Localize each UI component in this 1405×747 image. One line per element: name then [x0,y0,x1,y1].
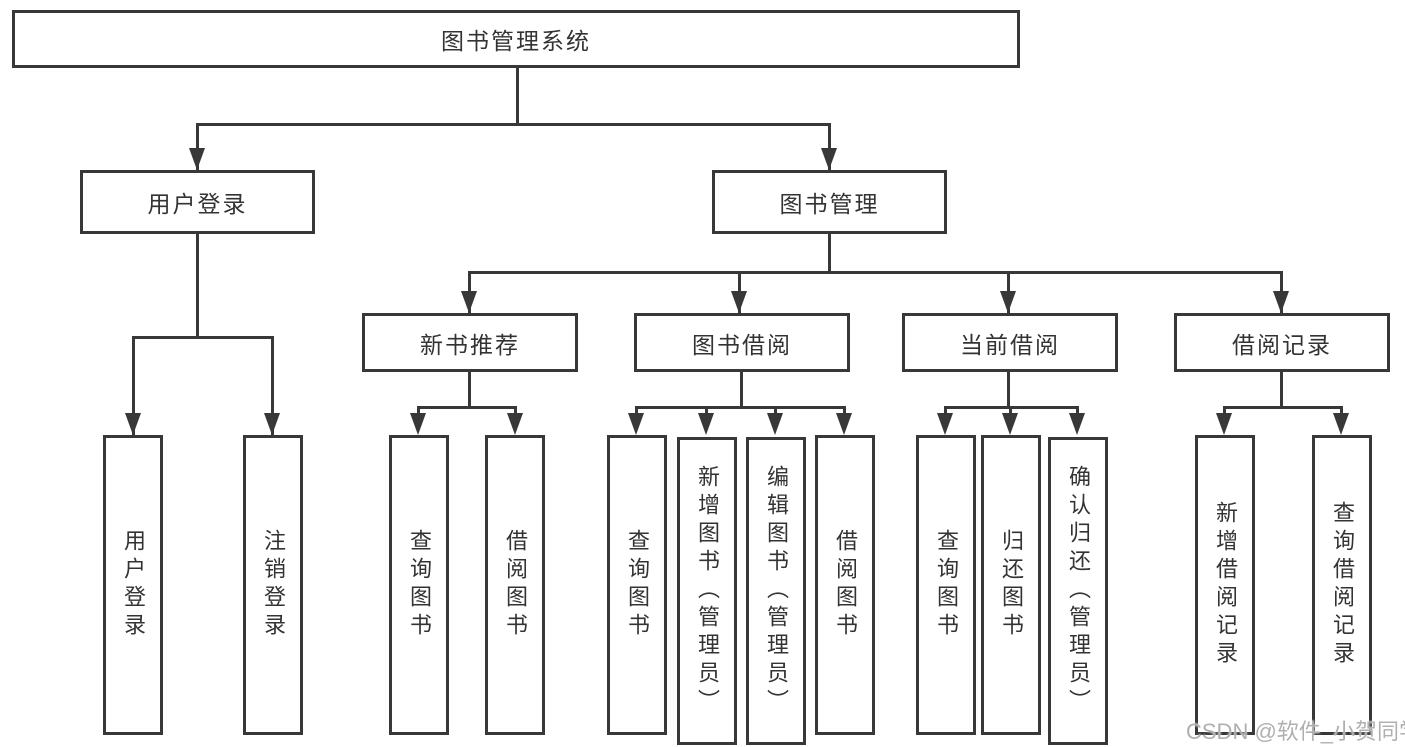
arrowhead-down-icon [461,291,477,313]
connector-line [271,336,274,435]
node-label: 查询借阅记录 [1330,501,1355,669]
connector-line [516,68,519,123]
connector-line [468,271,1283,274]
node-label: 用户登录 [121,529,146,641]
node-label: 归还图书 [999,529,1024,641]
arrowhead-down-icon [125,413,141,435]
connector-line [132,336,135,435]
leaf-return-books: 归还图书 [981,435,1041,735]
leaf-user-login: 用户登录 [103,435,163,735]
node-label: 当前借阅 [960,331,1060,358]
node-borrowing-records: 借阅记录 [1174,313,1390,372]
node-label: 借阅记录 [1232,331,1332,358]
node-label: 图书管理 [779,191,880,217]
arrowhead-down-icon [821,148,837,170]
connector-line [1007,372,1010,406]
leaf-borrow-books: 借阅图书 [815,435,875,735]
node-label: 查询图书 [407,529,432,641]
arrowhead-down-icon [937,413,953,435]
connector-line [1280,372,1283,406]
connector-line [196,234,199,336]
arrowhead-down-icon [189,148,205,170]
node-library-management-system: 图书管理系统 [12,10,1020,68]
arrowhead-down-icon [731,291,747,313]
node-label: 编辑图书（管理员） [764,465,789,717]
connector-line [1223,406,1343,409]
node-new-book-recommendation: 新书推荐 [362,313,578,372]
watermark-text: CSDN @软件_小贺同学 [1186,719,1405,744]
arrowhead-down-icon [264,413,280,435]
leaf-borrow-books-recommend: 借阅图书 [485,435,545,735]
arrowhead-down-icon [1000,291,1016,313]
node-label: 新增图书（管理员） [695,465,720,717]
arrowhead-down-icon [628,413,644,435]
arrowhead-down-icon [767,413,783,435]
arrowhead-down-icon [1333,413,1349,435]
connector-line [828,234,831,271]
node-label: 查询图书 [625,529,650,641]
leaf-add-book-admin: 新增图书（管理员） [677,437,737,745]
arrowhead-down-icon [1069,413,1085,435]
node-current-borrowing: 当前借阅 [902,313,1118,372]
connector-line [196,123,199,170]
node-label: 确认归还（管理员） [1066,465,1091,717]
leaf-logout: 注销登录 [243,435,303,735]
connector-line [740,372,743,406]
leaf-query-books-borrowing: 查询图书 [607,435,667,735]
node-label: 借阅图书 [503,529,528,641]
arrowhead-down-icon [1002,413,1018,435]
node-label: 查询图书 [934,529,959,641]
connector-line [468,372,471,406]
arrowhead-down-icon [1273,291,1289,313]
arrowhead-down-icon [836,413,852,435]
connector-line [417,406,517,409]
leaf-query-books-current: 查询图书 [916,435,976,735]
node-user-login: 用户登录 [80,170,315,234]
leaf-query-borrow-record: 查询借阅记录 [1312,435,1372,735]
arrowhead-down-icon [698,413,714,435]
arrowhead-down-icon [410,413,426,435]
node-label: 用户登录 [147,191,248,217]
node-book-borrowing: 图书借阅 [634,313,850,372]
node-label: 新增借阅记录 [1213,501,1238,669]
leaf-query-books-recommend: 查询图书 [389,435,449,735]
arrowhead-down-icon [507,413,523,435]
connector-line [196,123,831,126]
node-label: 新书推荐 [420,331,520,358]
connector-line [828,123,831,170]
arrowhead-down-icon [1216,413,1232,435]
node-label: 图书管理系统 [441,28,591,54]
connector-line [635,406,846,409]
leaf-edit-book-admin: 编辑图书（管理员） [746,437,806,745]
node-label: 注销登录 [261,529,286,641]
leaf-add-borrow-record: 新增借阅记录 [1195,435,1255,735]
node-book-management: 图书管理 [712,170,947,234]
node-label: 借阅图书 [833,529,858,641]
leaf-confirm-return-admin: 确认归还（管理员） [1048,437,1108,745]
connector-line [132,336,274,339]
node-label: 图书借阅 [692,331,792,358]
